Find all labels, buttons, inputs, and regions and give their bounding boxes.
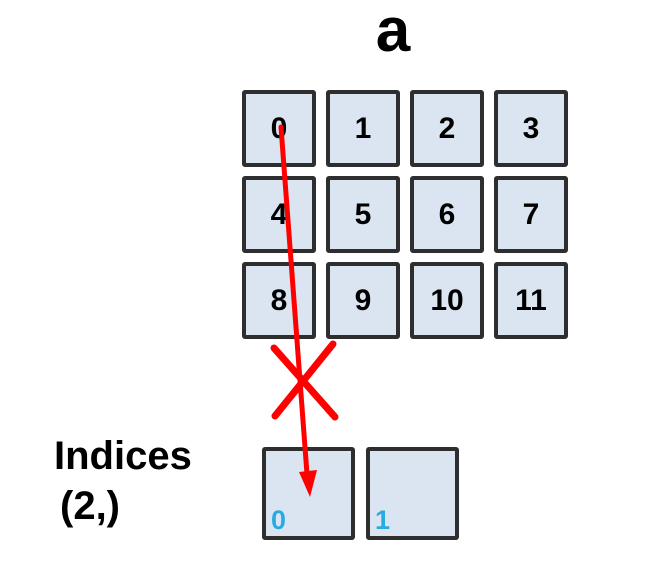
array-cell-4: 4 — [242, 176, 316, 253]
indices-label: Indices — [54, 434, 192, 478]
array-title: a — [375, 0, 411, 65]
result-array: 0 1 — [262, 447, 459, 540]
array-cell-1: 1 — [326, 90, 400, 167]
array-cell-2: 2 — [410, 90, 484, 167]
result-cell-0: 0 — [262, 447, 355, 540]
indices-shape-label: (2,) — [60, 484, 120, 528]
x-mark-stroke-1-icon — [270, 344, 339, 421]
array-cell-0: 0 — [242, 90, 316, 167]
result-cell-1: 1 — [366, 447, 459, 540]
array-a-grid: 0 1 2 3 4 5 6 7 8 9 10 11 — [242, 90, 568, 339]
array-cell-9: 9 — [326, 262, 400, 339]
array-cell-11: 11 — [494, 262, 568, 339]
array-cell-8: 8 — [242, 262, 316, 339]
array-cell-5: 5 — [326, 176, 400, 253]
array-cell-7: 7 — [494, 176, 568, 253]
result-index-label-1: 1 — [375, 505, 391, 535]
x-mark-stroke-2-icon — [271, 340, 337, 420]
array-cell-6: 6 — [410, 176, 484, 253]
array-cell-10: 10 — [410, 262, 484, 339]
array-cell-3: 3 — [494, 90, 568, 167]
result-index-label-0: 0 — [271, 505, 287, 535]
